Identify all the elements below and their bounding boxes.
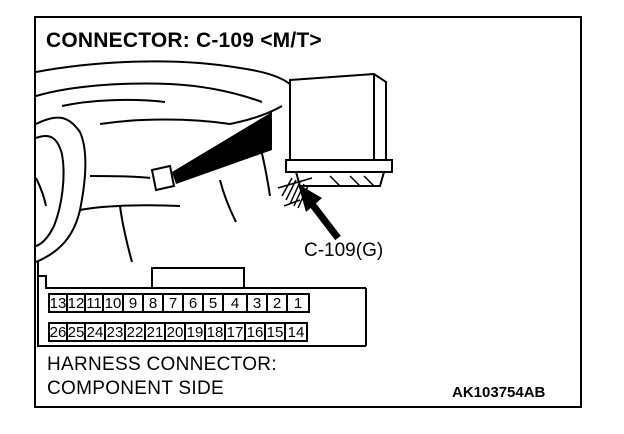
pin-cell: 17 xyxy=(224,322,246,342)
pin-cell: 2 xyxy=(266,293,288,313)
pin-cell: 12 xyxy=(66,293,86,313)
pin-cell: 7 xyxy=(162,293,184,313)
pin-cell: 21 xyxy=(144,322,166,342)
pin-cell: 8 xyxy=(142,293,164,313)
pin-cell: 6 xyxy=(182,293,204,313)
pin-cell: 16 xyxy=(244,322,266,342)
pin-cell: 3 xyxy=(246,293,268,313)
connector-location-marker xyxy=(150,112,272,192)
caption-component-side: COMPONENT SIDE xyxy=(47,378,224,399)
connector-callout-label: C-109(G) xyxy=(304,240,384,261)
wire-harness xyxy=(277,177,313,209)
pin-cell: 18 xyxy=(204,322,226,342)
dashboard-outline xyxy=(35,60,293,284)
pin-cell: 14 xyxy=(284,322,308,342)
pin-cell: 4 xyxy=(222,293,248,313)
pin-cell: 11 xyxy=(84,293,104,313)
connector-face xyxy=(37,267,367,347)
control-module xyxy=(285,72,393,187)
pin-cell: 26 xyxy=(48,322,68,342)
pin-cell: 20 xyxy=(164,322,186,342)
caption-harness-connector: HARNESS CONNECTOR: xyxy=(47,354,277,375)
pin-cell: 15 xyxy=(264,322,286,342)
pin-cell: 23 xyxy=(104,322,126,342)
pin-cell: 9 xyxy=(122,293,144,313)
pin-cell: 5 xyxy=(202,293,224,313)
pin-cell: 24 xyxy=(84,322,106,342)
pin-cell: 10 xyxy=(102,293,124,313)
pin-cell: 1 xyxy=(286,293,310,313)
figure-code: AK103754AB xyxy=(452,384,546,401)
diagram-frame xyxy=(34,16,582,408)
pin-cell: 13 xyxy=(48,293,68,313)
diagram-title: CONNECTOR: C-109 <M/T> xyxy=(46,29,322,52)
pin-cell: 22 xyxy=(124,322,146,342)
pin-cell: 19 xyxy=(184,322,206,342)
connector-pointer-arrow xyxy=(298,184,341,241)
pin-cell: 25 xyxy=(66,322,86,342)
